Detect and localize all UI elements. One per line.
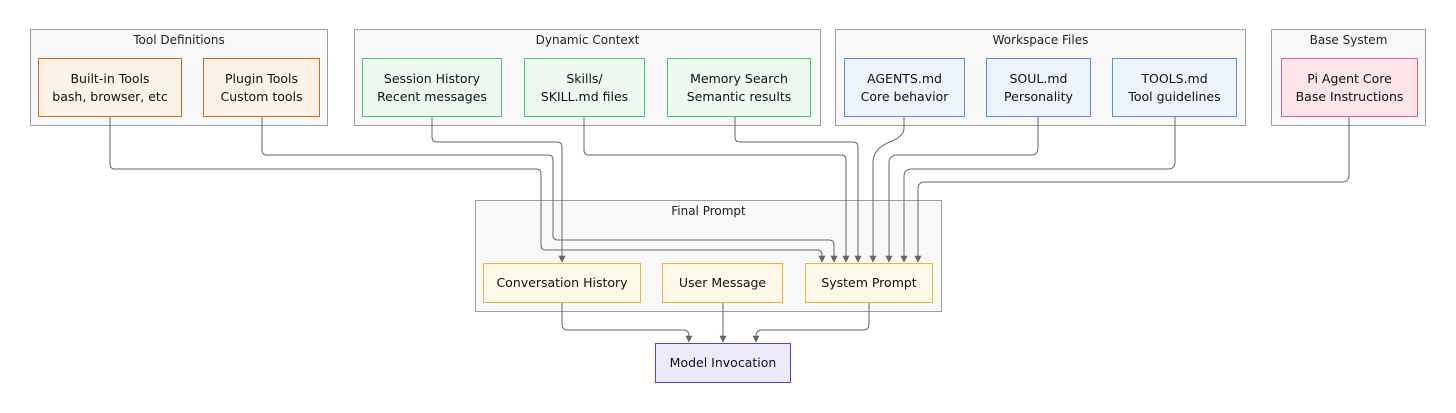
group-title: Workspace Files: [992, 33, 1089, 47]
node-builtin-tools[interactable]: Built-in Tools bash, browser, etc: [38, 58, 182, 117]
edge-tools-md-to-system-prompt: [900, 117, 1176, 263]
node-subtitle: Semantic results: [686, 88, 792, 104]
node-system-prompt[interactable]: System Prompt: [805, 263, 933, 303]
node-session-history[interactable]: Session History Recent messages: [362, 58, 502, 117]
node-title: Skills/: [566, 70, 603, 86]
node-title: TOOLS.md: [1141, 70, 1208, 86]
node-title: Model Invocation: [669, 355, 777, 370]
node-model-invocation[interactable]: Model Invocation: [655, 343, 791, 383]
node-subtitle: Tool guidelines: [1128, 88, 1221, 104]
node-user-message[interactable]: User Message: [662, 263, 783, 303]
node-subtitle: SKILL.md files: [540, 88, 629, 104]
node-skills[interactable]: Skills/ SKILL.md files: [524, 58, 645, 117]
group-title: Dynamic Context: [535, 33, 640, 47]
node-subtitle: Custom tools: [220, 88, 303, 104]
node-title: AGENTS.md: [867, 70, 942, 86]
node-title: Session History: [383, 70, 481, 86]
node-conversation-history[interactable]: Conversation History: [483, 263, 641, 303]
node-title: Memory Search: [690, 70, 788, 86]
node-subtitle: Recent messages: [377, 88, 487, 104]
node-title: System Prompt: [821, 275, 917, 290]
node-plugin-tools[interactable]: Plugin Tools Custom tools: [203, 58, 320, 117]
node-subtitle: Core behavior: [860, 88, 949, 104]
group-title: Base System: [1309, 33, 1388, 47]
node-title: Conversation History: [496, 275, 628, 290]
node-title: User Message: [678, 275, 767, 290]
node-memory-search[interactable]: Memory Search Semantic results: [667, 58, 811, 117]
group-title: Final Prompt: [671, 204, 746, 218]
group-title: Tool Definitions: [133, 33, 225, 47]
node-subtitle: Personality: [1004, 88, 1073, 104]
node-title: SOUL.md: [1009, 70, 1068, 86]
node-title: Pi Agent Core: [1307, 70, 1392, 86]
node-agents-md[interactable]: AGENTS.md Core behavior: [844, 58, 965, 117]
node-subtitle: bash, browser, etc: [52, 88, 168, 104]
node-soul-md[interactable]: SOUL.md Personality: [986, 58, 1091, 117]
node-pi-agent-core[interactable]: Pi Agent Core Base Instructions: [1281, 58, 1418, 117]
node-tools-md[interactable]: TOOLS.md Tool guidelines: [1112, 58, 1237, 117]
edge-pi-agent-core-to-system-prompt: [914, 117, 1350, 263]
node-subtitle: Base Instructions: [1295, 88, 1404, 104]
node-title: Plugin Tools: [224, 70, 299, 86]
node-title: Built-in Tools: [70, 70, 150, 86]
